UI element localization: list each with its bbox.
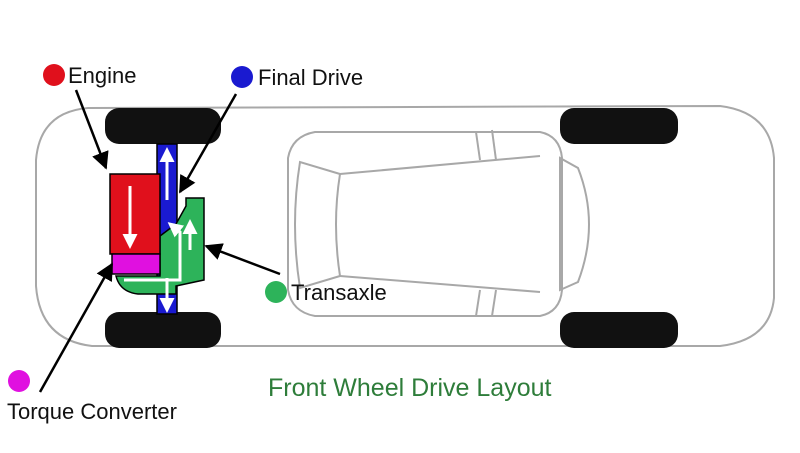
tire-front-right [105, 312, 221, 348]
windshield [294, 160, 342, 290]
leader-lines [38, 89, 281, 393]
roof-divider-bottom [475, 289, 481, 317]
transaxle-label: Transaxle [291, 280, 387, 305]
rear-window [559, 156, 590, 292]
leader-engine [74, 89, 109, 170]
cabin-outline [287, 131, 563, 317]
torque-converter-label: Torque Converter [7, 399, 177, 424]
flow-arrow-transaxle-loop [124, 222, 185, 282]
final-drive-dot-icon [231, 66, 253, 88]
car-outline [35, 104, 775, 347]
car-body [35, 104, 775, 347]
power-flow-arrows [122, 147, 198, 313]
engine-block [109, 173, 161, 255]
engine-label: Engine [68, 63, 137, 88]
diagram-title: Front Wheel Drive Layout [268, 374, 552, 402]
leader-transaxle [204, 243, 281, 276]
torque-converter-dot-icon [8, 370, 30, 392]
tire-rear-right [560, 312, 678, 348]
tire-front-left [105, 108, 221, 144]
tire-rear-left [560, 108, 678, 144]
tires [105, 108, 678, 348]
leader-final-drive [178, 93, 238, 194]
leader-torque-converter [38, 262, 114, 393]
torque-converter-block [111, 253, 161, 275]
roof-divider-top [475, 131, 481, 161]
roof-panel [339, 155, 541, 293]
door-line-bottom [491, 289, 497, 317]
engine-dot-icon [43, 64, 65, 86]
transaxle-dot-icon [265, 281, 287, 303]
door-line-top [491, 129, 497, 161]
final-drive-label: Final Drive [258, 65, 363, 90]
